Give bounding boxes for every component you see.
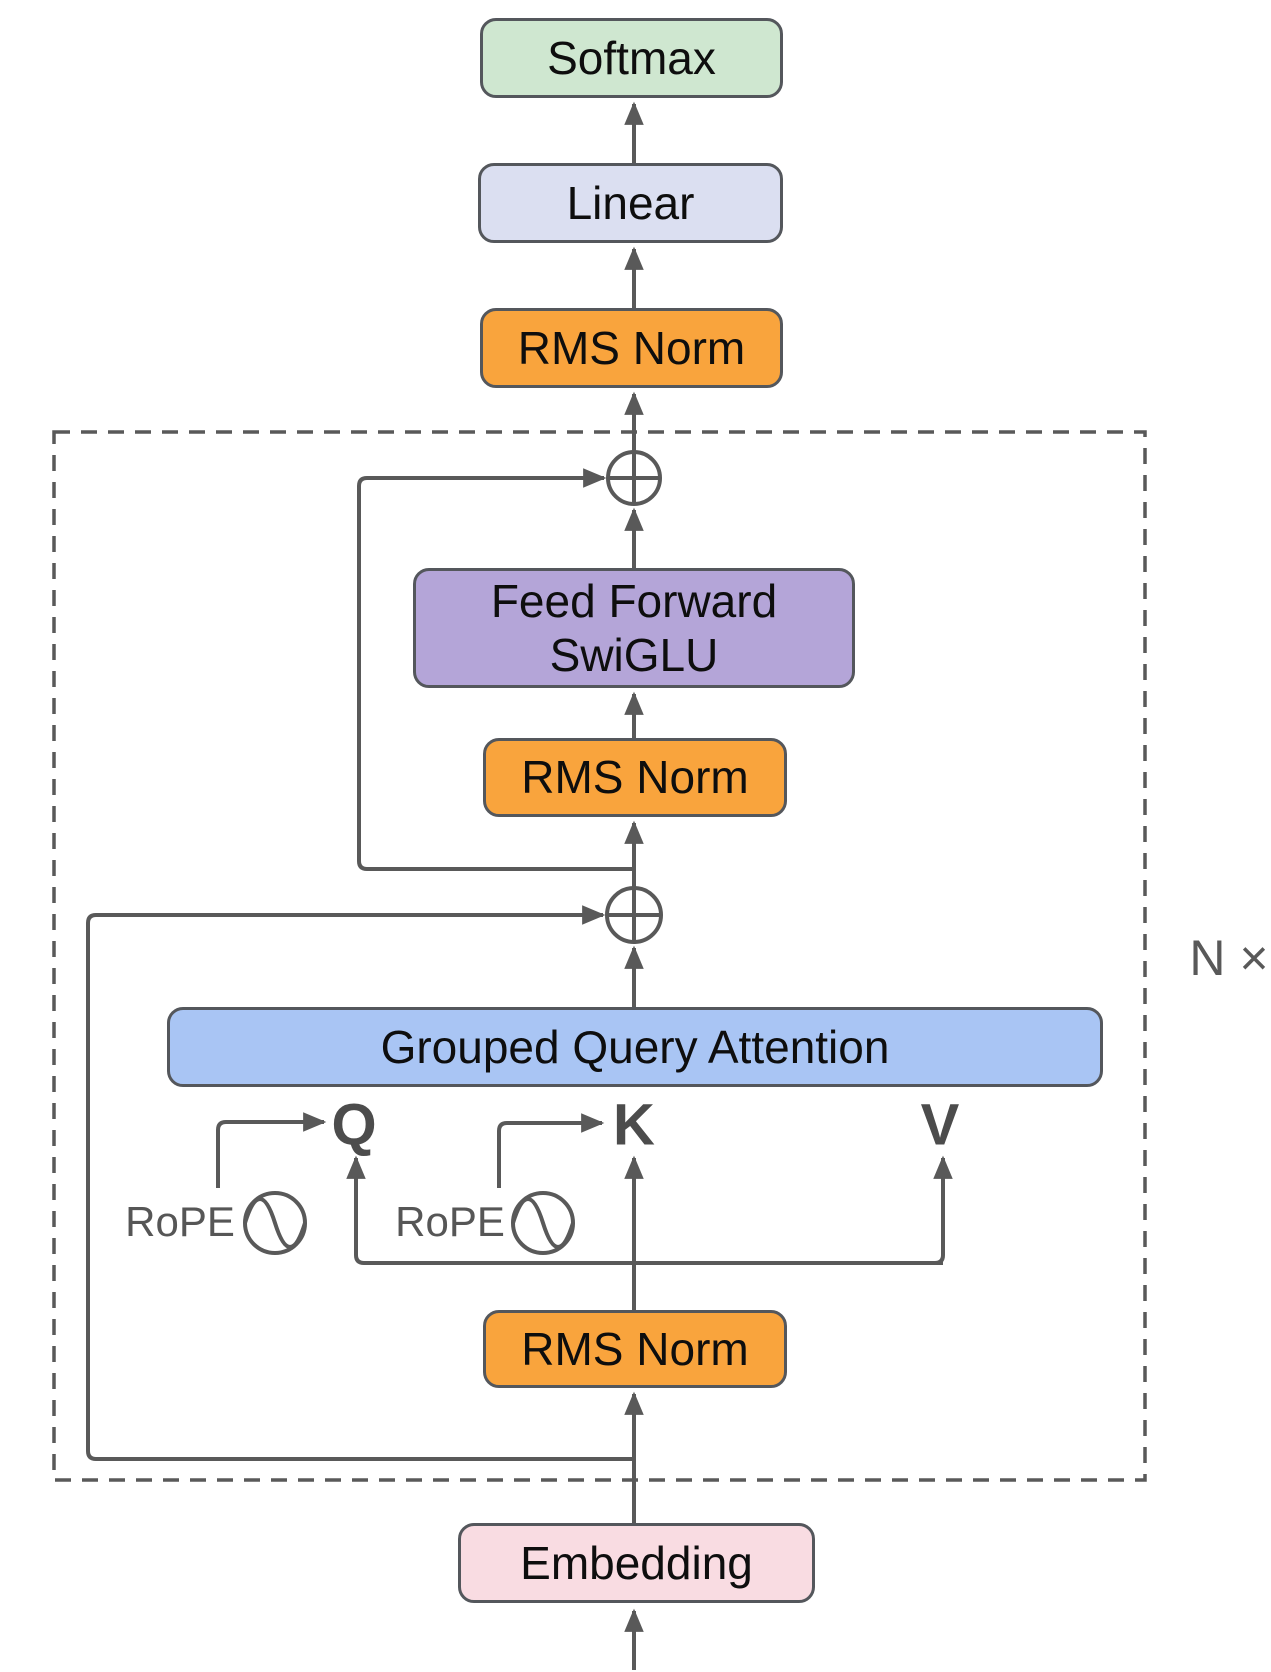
residual-skip-ffn [357, 468, 634, 871]
qkv-branch-to-v [634, 1155, 953, 1265]
node-feed-forward-swiglu: Feed Forward SwiGLU [413, 568, 855, 688]
rope-q-sine-icon [243, 1191, 307, 1255]
node-rms-norm-final: RMS Norm [480, 308, 783, 388]
node-label: RMS Norm [521, 751, 749, 804]
node-label: Softmax [547, 31, 716, 84]
label-repeat-n-times: N × [1189, 930, 1269, 986]
node-label: Embedding [520, 1536, 753, 1589]
label-rope-q: RoPE [125, 1198, 235, 1245]
node-rms-norm-ffn: RMS Norm [483, 738, 787, 817]
plus-icon [607, 888, 661, 942]
rope-k-sine-icon [511, 1191, 575, 1255]
node-label: Feed Forward SwiGLU [491, 574, 777, 683]
node-label: RMS Norm [517, 321, 746, 374]
node-grouped-query-attention: Grouped Query Attention [167, 1007, 1103, 1087]
transformer-layer-boundary [52, 430, 1147, 1482]
node-label-line2: SwiGLU [549, 629, 719, 681]
add-circle-attention [605, 886, 663, 944]
residual-skip-attention [86, 905, 634, 1461]
node-label: Grouped Query Attention [380, 1020, 890, 1073]
add-circle-ffn [606, 450, 662, 506]
node-embedding: Embedding [458, 1523, 815, 1603]
node-softmax: Softmax [480, 18, 783, 98]
rope-k-connector [497, 1113, 605, 1188]
node-linear: Linear [478, 163, 783, 243]
node-rms-norm-attn: RMS Norm [483, 1310, 787, 1388]
label-k: K [613, 1092, 655, 1158]
node-label: Linear [566, 176, 695, 229]
plus-icon [608, 452, 660, 504]
rope-q-connector [216, 1112, 327, 1188]
node-label: RMS Norm [521, 1322, 749, 1375]
node-label-line1: Feed Forward [490, 574, 778, 627]
label-rope-k: RoPE [395, 1198, 505, 1245]
label-v: V [920, 1092, 960, 1158]
label-q: Q [331, 1092, 377, 1158]
qkv-branch-to-q [346, 1155, 943, 1265]
